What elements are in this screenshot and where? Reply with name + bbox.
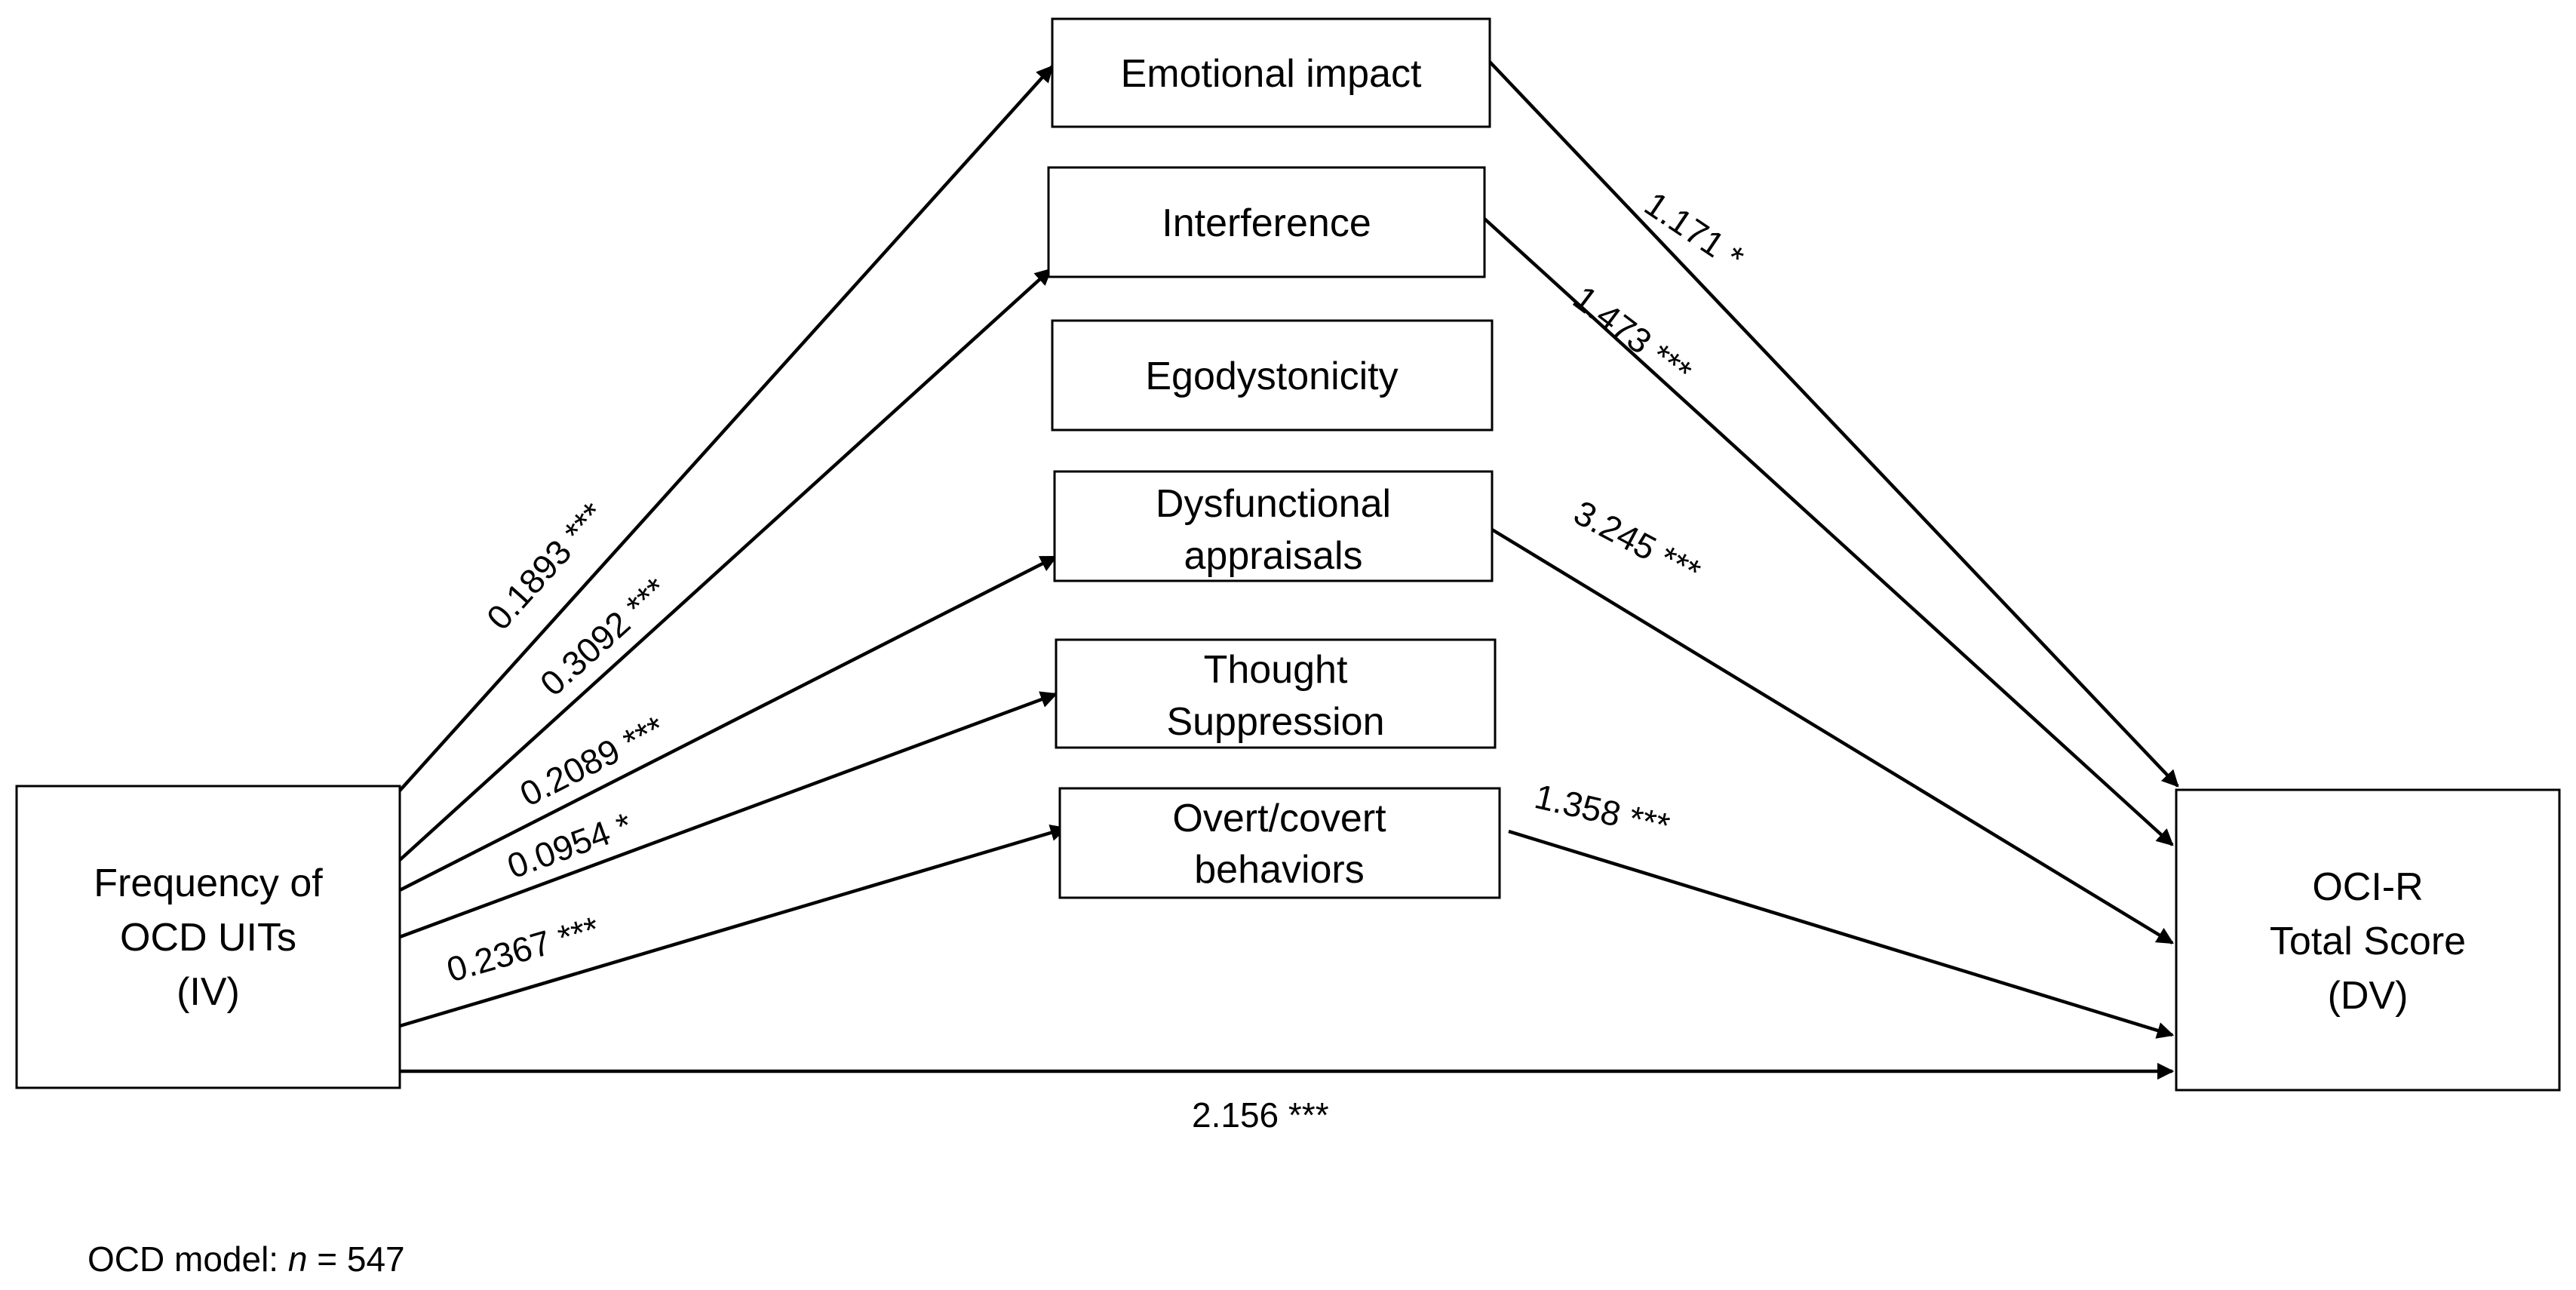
edge-iv-to-interference — [398, 268, 1052, 862]
node-dv: OCI-R Total Score (DV) — [2175, 788, 2561, 1092]
node-interference: Interference — [1047, 166, 1486, 278]
label-a-emotional-impact: 0.1893 *** — [479, 495, 613, 637]
node-interference-label: Interference — [1162, 201, 1371, 245]
node-emotional-impact: Emotional impact — [1051, 17, 1491, 128]
node-thought-suppression: Thought Suppression — [1055, 638, 1497, 749]
label-c-direct: 2.156 *** — [1192, 1095, 1329, 1135]
node-dv-line-1: OCI-R — [2312, 865, 2423, 909]
label-b-emotional-impact: 1.171 * — [1638, 184, 1751, 278]
footnote-n-symbol: n — [287, 1239, 308, 1279]
edge-emotional-impact-to-dv — [1488, 60, 2179, 788]
label-a-dysfunctional-appraisals: 0.2089 *** — [514, 708, 671, 813]
node-thought-suppression-line-2: Suppression — [1166, 700, 1384, 744]
node-iv-line-1: Frequency of — [94, 862, 323, 905]
edge-iv-to-emotional-impact — [398, 65, 1054, 792]
node-dysfunctional-appraisals-line-2: appraisals — [1184, 534, 1362, 578]
edge-iv-to-thought-suppression — [399, 691, 1058, 939]
edge-iv-to-overt-covert-behaviors — [399, 824, 1068, 1028]
node-dv-line-2: Total Score — [2270, 920, 2466, 963]
node-iv-line-3: (IV) — [177, 970, 240, 1014]
edge-overt-covert-behaviors-to-dv — [1508, 829, 2175, 1039]
node-overt-covert-behaviors: Overt/covert behaviors — [1058, 787, 1501, 899]
node-egodystonicity: Egodystonicity — [1051, 319, 1494, 432]
node-dysfunctional-appraisals: Dysfunctional appraisals — [1053, 470, 1494, 582]
node-emotional-impact-label: Emotional impact — [1121, 52, 1422, 96]
node-egodystonicity-label: Egodystonicity — [1145, 355, 1398, 398]
footnote-suffix: = 547 — [307, 1239, 405, 1279]
node-iv-line-2: OCD UITs — [120, 916, 296, 960]
model-footnote: OCD model: n = 547 — [88, 1239, 405, 1279]
node-overt-covert-behaviors-line-2: behaviors — [1194, 848, 1364, 892]
node-iv: Frequency of OCD UITs (IV) — [15, 785, 401, 1089]
node-overt-covert-behaviors-line-1: Overt/covert — [1172, 797, 1386, 840]
label-a-overt-covert-behaviors: 0.2367 *** — [442, 908, 603, 989]
footnote-prefix: OCD model: — [88, 1239, 288, 1279]
label-b-overt-covert-behaviors: 1.358 *** — [1531, 776, 1674, 846]
node-dysfunctional-appraisals-line-1: Dysfunctional — [1156, 482, 1391, 526]
node-dv-line-3: (DV) — [2328, 974, 2409, 1018]
label-b-dysfunctional-appraisals: 3.245 *** — [1567, 493, 1707, 591]
node-thought-suppression-line-1: Thought — [1204, 648, 1348, 692]
edge-dysfunctional-appraisals-to-dv — [1491, 528, 2174, 944]
label-b-interference: 1.473 *** — [1566, 278, 1699, 392]
edge-iv-to-dysfunctional-appraisals — [398, 554, 1058, 892]
label-a-interference: 0.3092 *** — [533, 570, 675, 703]
edge-interference-to-dv — [1483, 217, 2174, 846]
